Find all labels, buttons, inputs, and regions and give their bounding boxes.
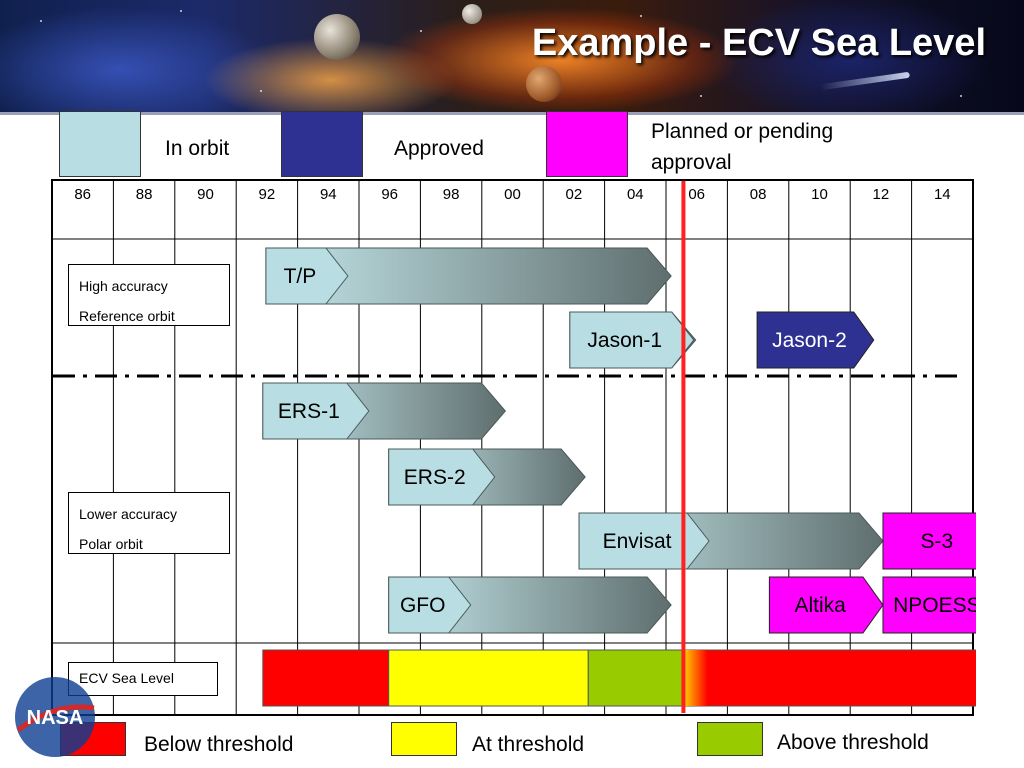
year-label-98: 98	[443, 186, 460, 203]
year-label-86: 86	[74, 186, 91, 203]
ecv-segment-above-threshold	[587, 649, 684, 707]
mission-timeline-chart: 86 88 90 92 94 96 98 00 02 04 06 08 10 12 14 T/P Jason-…	[51, 179, 976, 716]
page-title: Example - ECV Sea Level	[531, 22, 986, 64]
mission-label-ers-2: ERS-2	[404, 466, 466, 489]
year-label-04: 04	[627, 186, 644, 203]
row-label-high-line2: Reference orbit	[79, 308, 175, 324]
legend-label-in-orbit: In orbit	[165, 137, 230, 160]
mission-label-jason-2: Jason-2	[772, 329, 847, 352]
mission-t-p: T/P	[265, 247, 672, 305]
mission-chevron-t-p	[265, 247, 349, 305]
star	[960, 95, 962, 97]
mission-gfo: GFO	[388, 576, 672, 634]
year-label-02: 02	[566, 186, 583, 203]
star	[260, 90, 262, 92]
year-label-12: 12	[873, 186, 890, 203]
year-label-10: 10	[811, 186, 828, 203]
mission-jason-1: Jason-1	[569, 311, 697, 369]
mission-label-envisat: Envisat	[603, 530, 672, 553]
mission-envisat: Envisat	[578, 512, 884, 570]
legend-swatch-at-threshold	[391, 722, 457, 756]
mission-s-3: S-3	[882, 512, 976, 570]
mission-bar-jason-2	[756, 311, 875, 369]
mission-bar-s-3	[882, 512, 976, 570]
star	[640, 15, 642, 17]
legend-label-below-threshold: Below threshold	[144, 733, 294, 756]
star	[700, 95, 702, 97]
year-label-90: 90	[197, 186, 214, 203]
mission-chevron-envisat	[578, 512, 710, 570]
year-label-92: 92	[259, 186, 276, 203]
moon-image	[462, 4, 482, 24]
year-label-96: 96	[381, 186, 398, 203]
mission-label-npoess: NPOESS	[893, 594, 976, 617]
ecv-segment-below-threshold	[262, 649, 390, 707]
mission-label-s-3: S-3	[920, 530, 953, 553]
mission-chevron-ers-1	[262, 382, 370, 440]
year-label-06: 06	[688, 186, 705, 203]
legend-label-approved: Approved	[394, 137, 484, 160]
star	[780, 40, 782, 42]
row-label-lower-line2: Polar orbit	[79, 536, 143, 552]
mission-label-ers-1: ERS-1	[278, 400, 340, 423]
mission-npoess: NPOESS	[882, 576, 976, 634]
legend-label-above-threshold: Above threshold	[777, 731, 929, 754]
year-label-08: 08	[750, 186, 767, 203]
row-label-lower-accuracy: Lower accuracy Polar orbit	[68, 492, 230, 554]
mission-chevron-ers-2	[388, 448, 496, 506]
legend-swatch-above-threshold	[697, 722, 763, 756]
star	[180, 10, 182, 12]
ecv-transition	[683, 650, 708, 706]
mission-label-jason-1: Jason-1	[587, 329, 662, 352]
row-label-ecv-text: ECV Sea Level	[79, 670, 174, 686]
year-label-14: 14	[934, 186, 951, 203]
year-label-88: 88	[136, 186, 153, 203]
mission-label-altika: Altika	[794, 594, 846, 617]
star	[40, 20, 42, 22]
ecv-segment-at-threshold	[388, 649, 589, 707]
mission-bar-altika	[768, 576, 884, 634]
mission-ers-1: ERS-1	[262, 382, 507, 440]
mission-label-t-p: T/P	[284, 265, 317, 288]
mission-label-gfo: GFO	[400, 594, 446, 617]
row-label-lower-line1: Lower accuracy	[79, 506, 178, 522]
legend-swatch-approved	[281, 111, 363, 177]
legend-label-planned: Planned or pending approval	[651, 120, 834, 174]
nasa-logo-icon: NASA	[15, 677, 95, 757]
mission-chevron-gfo	[388, 576, 472, 634]
mars-image	[526, 66, 562, 102]
planet-image	[314, 14, 360, 60]
ecv-segment-below-threshold	[682, 649, 976, 707]
mission-jason-2: Jason-2	[756, 311, 875, 369]
year-label-00: 00	[504, 186, 521, 203]
star	[420, 30, 422, 32]
banner-divider	[0, 112, 1024, 115]
row-label-ecv: ECV Sea Level	[68, 662, 218, 696]
comet-image	[820, 71, 910, 91]
year-label-94: 94	[320, 186, 337, 203]
row-label-high-accuracy: High accuracy Reference orbit	[68, 264, 230, 326]
mission-ers-2: ERS-2	[388, 448, 586, 506]
row-label-high-line1: High accuracy	[79, 278, 168, 294]
legend-label-at-threshold: At threshold	[472, 733, 585, 756]
legend-swatch-planned	[546, 111, 628, 177]
nasa-logo-text: NASA	[27, 707, 84, 729]
mission-altika: Altika	[768, 576, 884, 634]
header-banner: Example - ECV Sea Level	[0, 0, 1024, 112]
mission-bar-npoess	[882, 576, 976, 634]
legend-swatch-in-orbit	[59, 111, 141, 177]
